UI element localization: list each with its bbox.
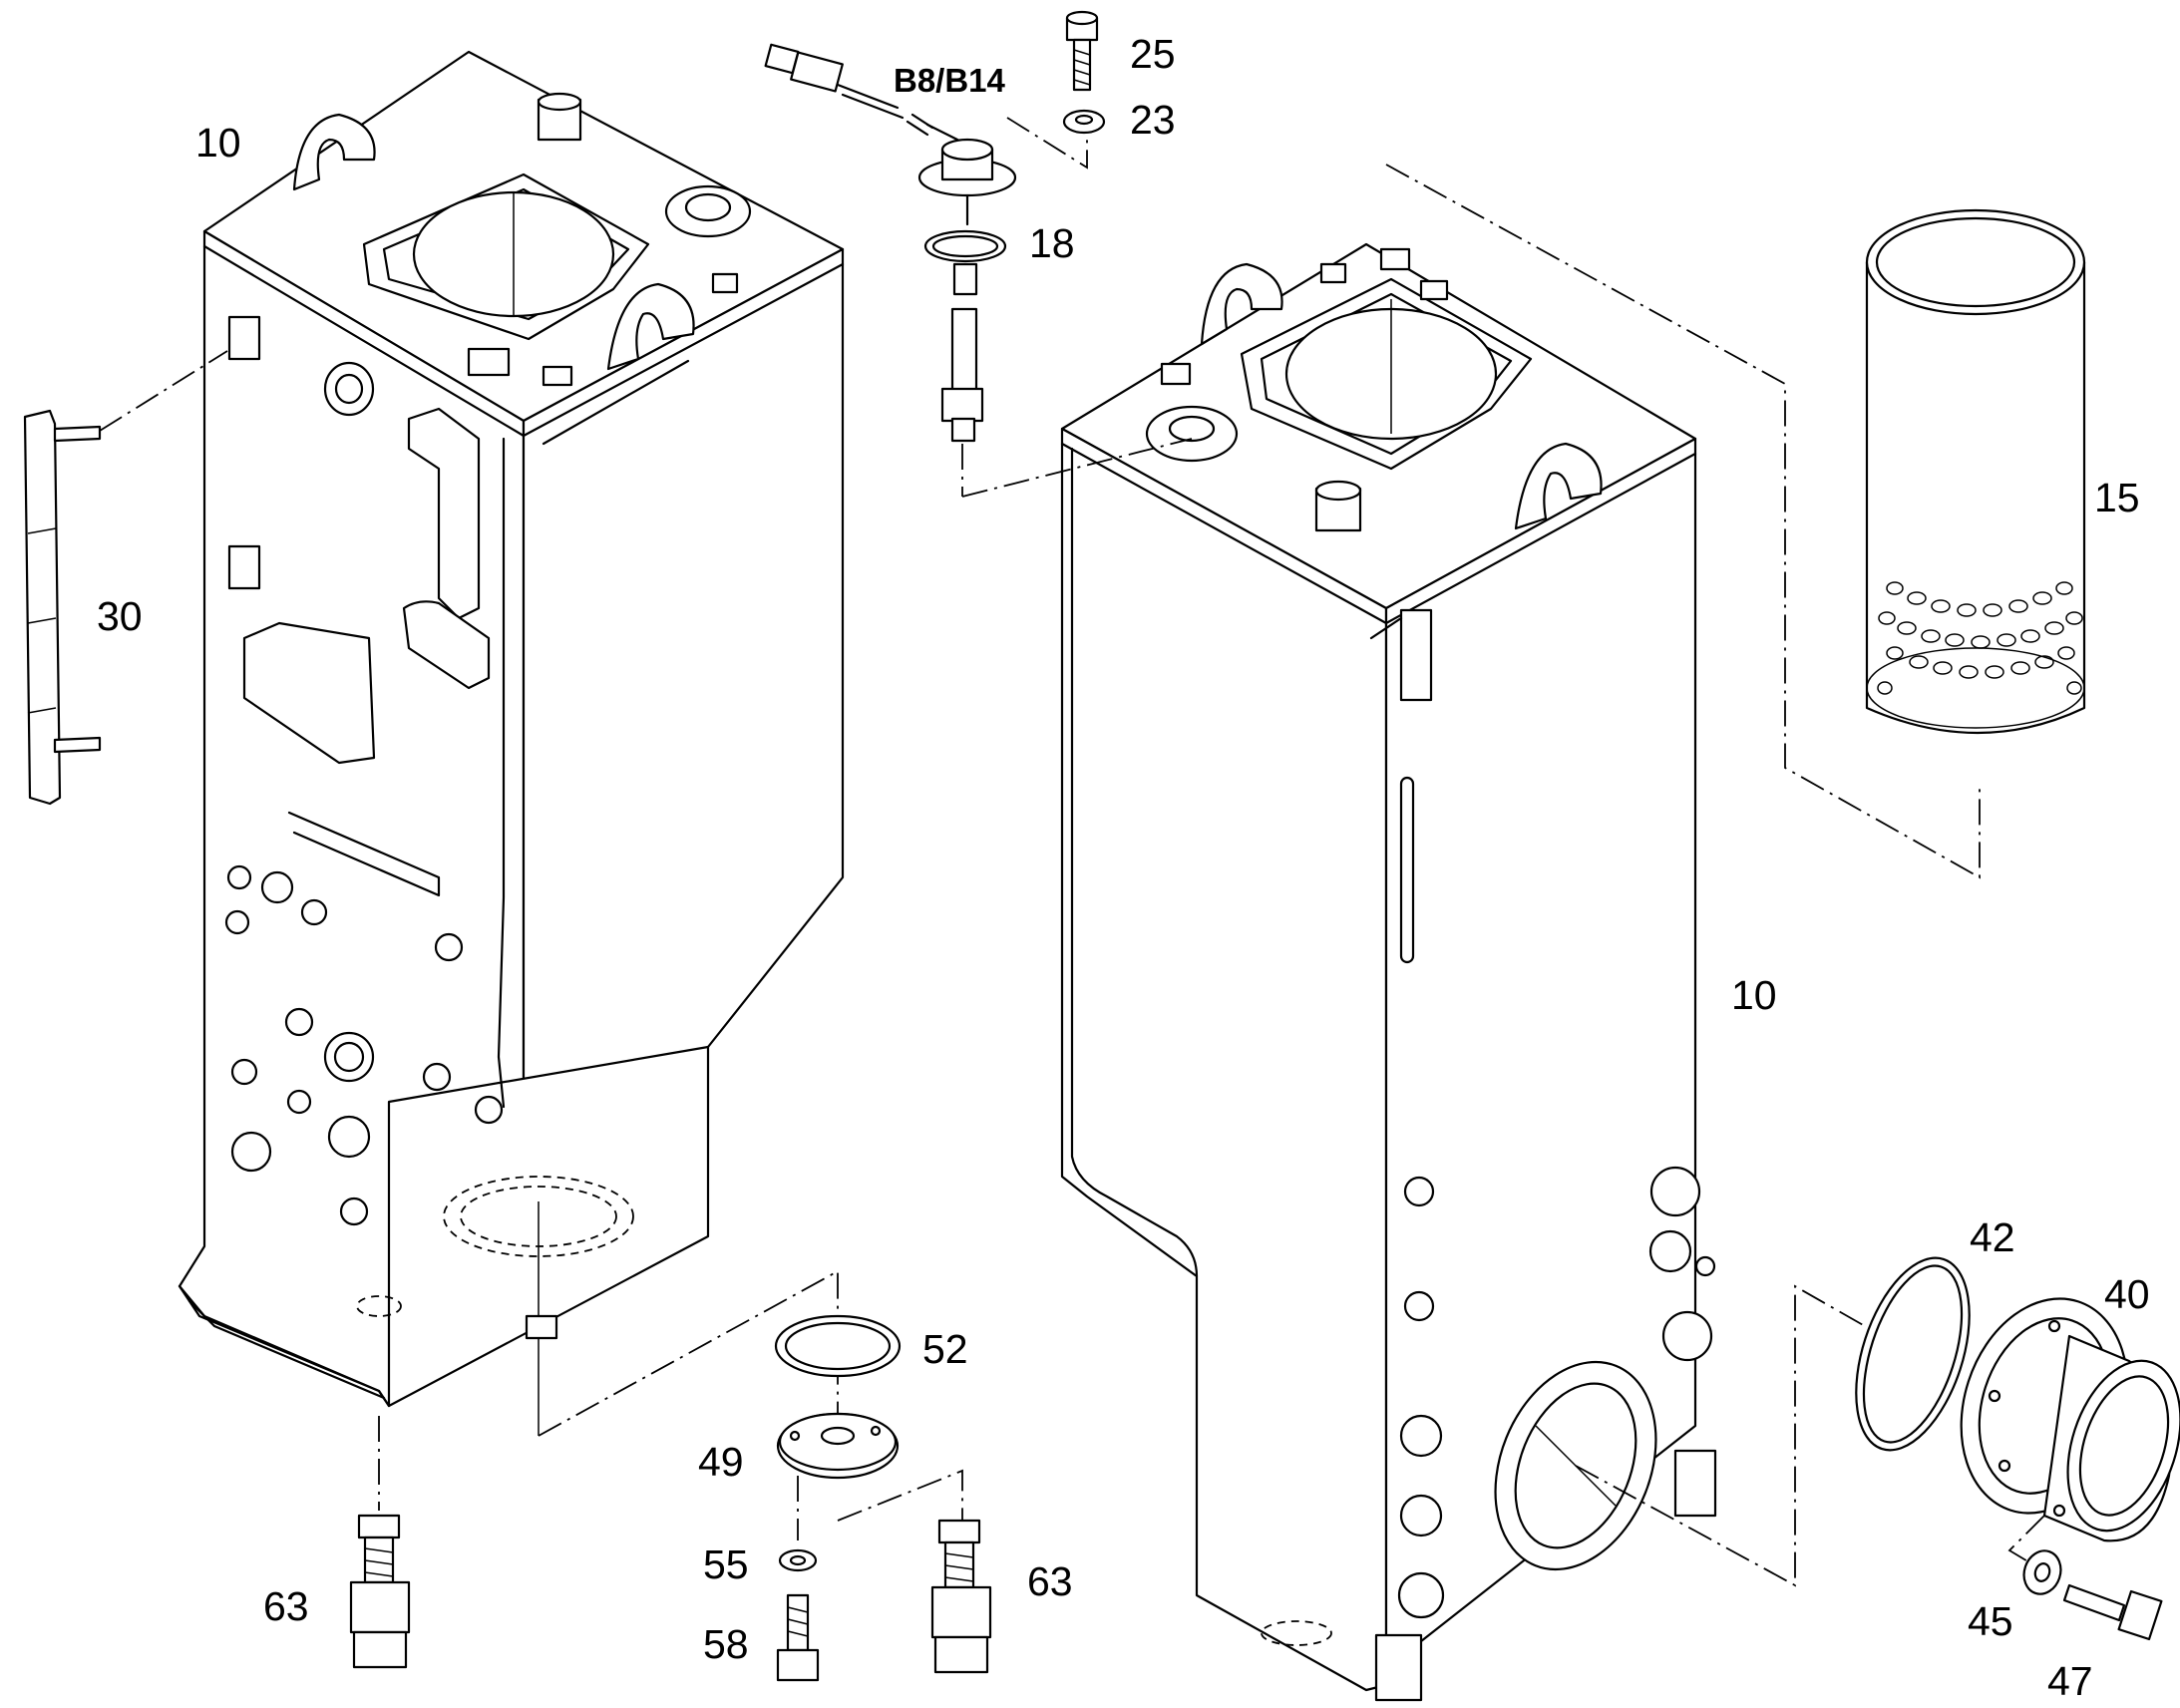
label-sensor-tube: 18: [1029, 220, 1075, 266]
left-tank-fittings: [224, 864, 504, 1226]
label-plug-left: 63: [263, 1583, 309, 1629]
label-bolt-side: 47: [2047, 1658, 2093, 1704]
label-sensor-part: B8/B14: [894, 62, 1006, 99]
part-labels: 10 10 B8/B14 25 23 18 15 30 52 49 55 58 …: [97, 31, 2150, 1704]
tank-left: [178, 50, 845, 1436]
label-screw-top: 25: [1130, 31, 1176, 77]
right-tank-fittings: [1397, 1166, 1716, 1619]
label-plug-center: 63: [1027, 1558, 1073, 1604]
level-sensor-assembly: [764, 10, 1193, 498]
label-washer-top: 23: [1130, 97, 1176, 143]
label-washer-small: 55: [703, 1541, 749, 1587]
strainer-perforations: [1877, 581, 2083, 695]
handle-bar: [23, 350, 228, 806]
label-o-ring-side: 42: [1970, 1214, 2015, 1260]
label-bolt-small: 58: [703, 1621, 749, 1667]
label-tank-left: 10: [195, 120, 241, 166]
side-flange-group: [1575, 1256, 2180, 1641]
label-flange: 40: [2104, 1271, 2150, 1317]
label-o-ring-bottom: 52: [922, 1326, 968, 1372]
strainer-basket: [1385, 164, 2086, 879]
label-handle: 30: [97, 593, 143, 639]
label-cover-plate: 49: [698, 1439, 744, 1485]
label-tank-right: 10: [1731, 972, 1777, 1018]
tank-right: [1060, 242, 1717, 1702]
label-strainer: 15: [2094, 475, 2140, 520]
bottom-cover-group: [349, 1269, 992, 1682]
label-washer-side: 45: [1968, 1598, 2013, 1644]
